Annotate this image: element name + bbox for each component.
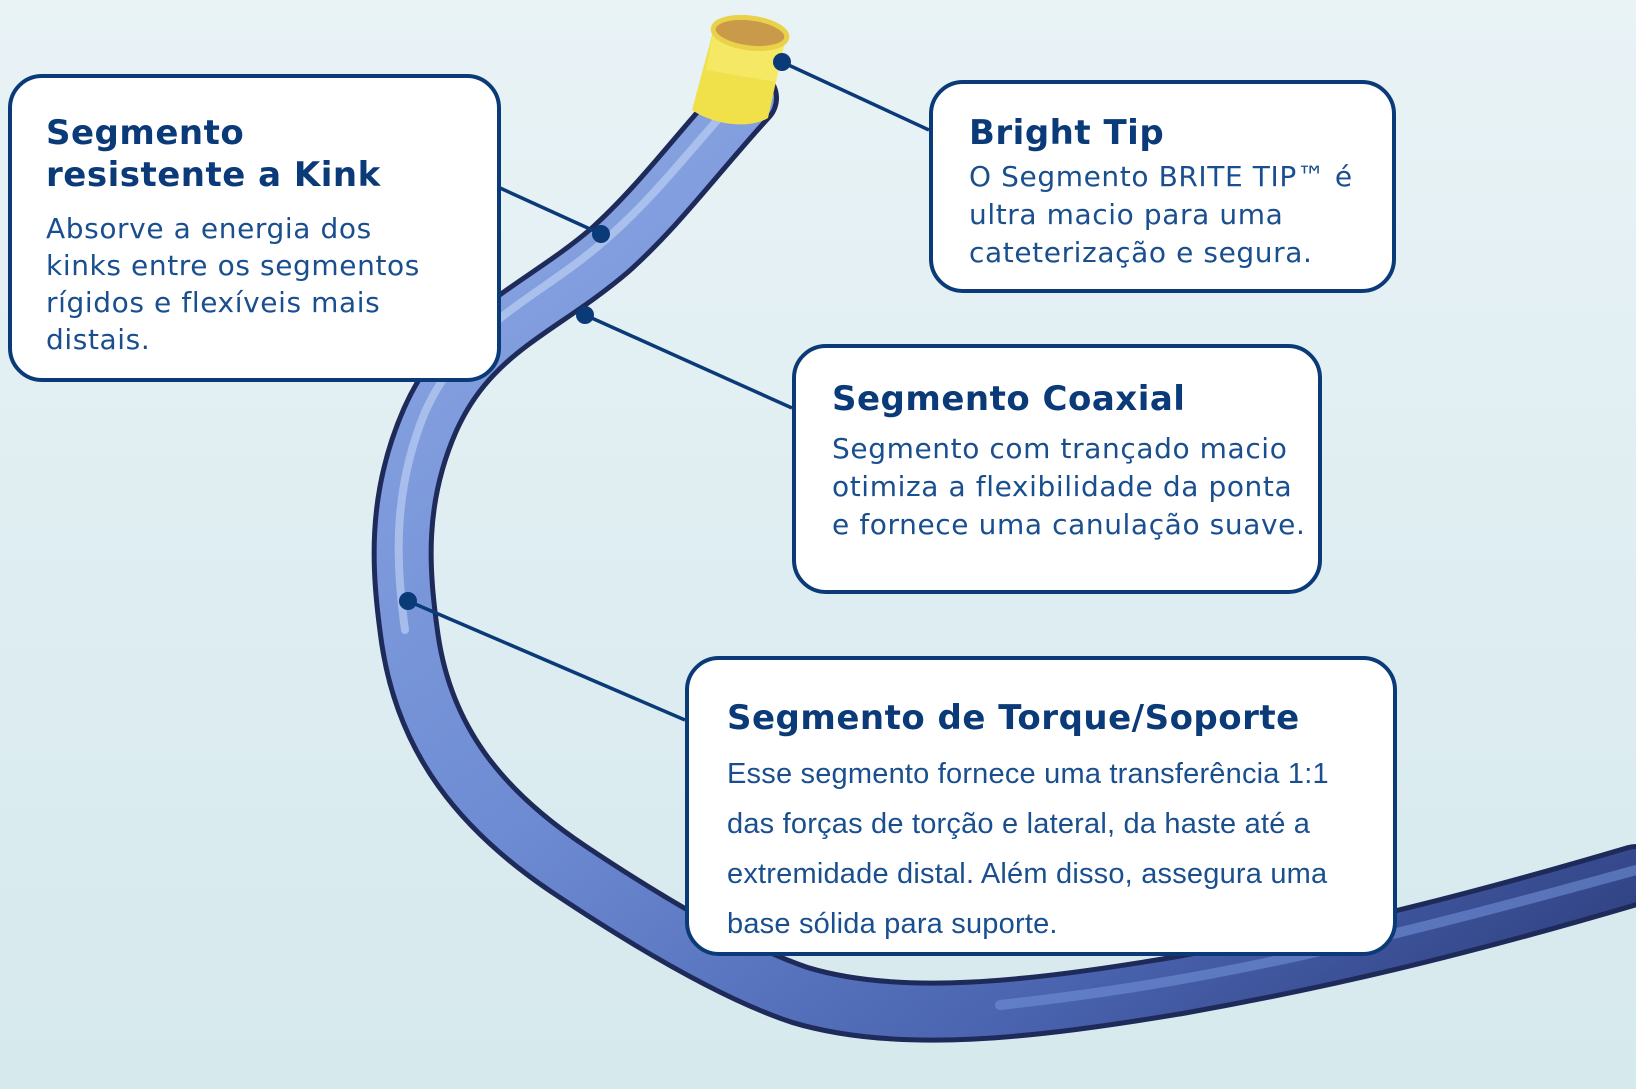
callout-coax-title: Segmento Coaxial [832, 379, 1186, 419]
callout-coaxial-segment: Segmento Coaxial Segmento com trançado m… [792, 344, 1322, 594]
bright-tip [692, 14, 790, 125]
callout-tip-title: Bright Tip [969, 113, 1165, 153]
callout-bright-tip: Bright Tip O Segmento BRITE TIP™ é ultra… [929, 80, 1396, 293]
callout-kink-resistant-segment: Segmento resistente a Kink Absorve a ene… [8, 74, 501, 382]
leader-dots [399, 53, 791, 610]
leader-coax [584, 313, 793, 410]
dot-coax [576, 306, 594, 324]
callout-tip-body: O Segmento BRITE TIP™ é ultra macio para… [969, 160, 1353, 269]
callout-torque-title: Segmento de Torque/Soporte [727, 698, 1300, 738]
leader-lines [407, 60, 930, 722]
dot-kink [592, 225, 610, 243]
catheter [371, 14, 1636, 1043]
catheter-shaft [376, 72, 1636, 1038]
callout-kink-body: Absorve a energia dos kinks entre os seg… [46, 212, 420, 356]
callout-kink-title: Segmento resistente a Kink [46, 113, 381, 195]
dot-torque [399, 592, 417, 610]
callout-torque-support-segment: Segmento de Torque/Soporte Esse segmento… [685, 656, 1397, 956]
catheter-tail-sheen [995, 865, 1636, 1010]
callout-torque-body: Esse segmento fornece uma transferência … [727, 758, 1329, 940]
callout-coax-body: Segmento com trançado macio otimiza a fl… [832, 432, 1306, 541]
leader-torque [407, 599, 686, 722]
leader-tip [781, 60, 930, 132]
dot-tip [773, 53, 791, 71]
leader-kink [499, 186, 602, 236]
